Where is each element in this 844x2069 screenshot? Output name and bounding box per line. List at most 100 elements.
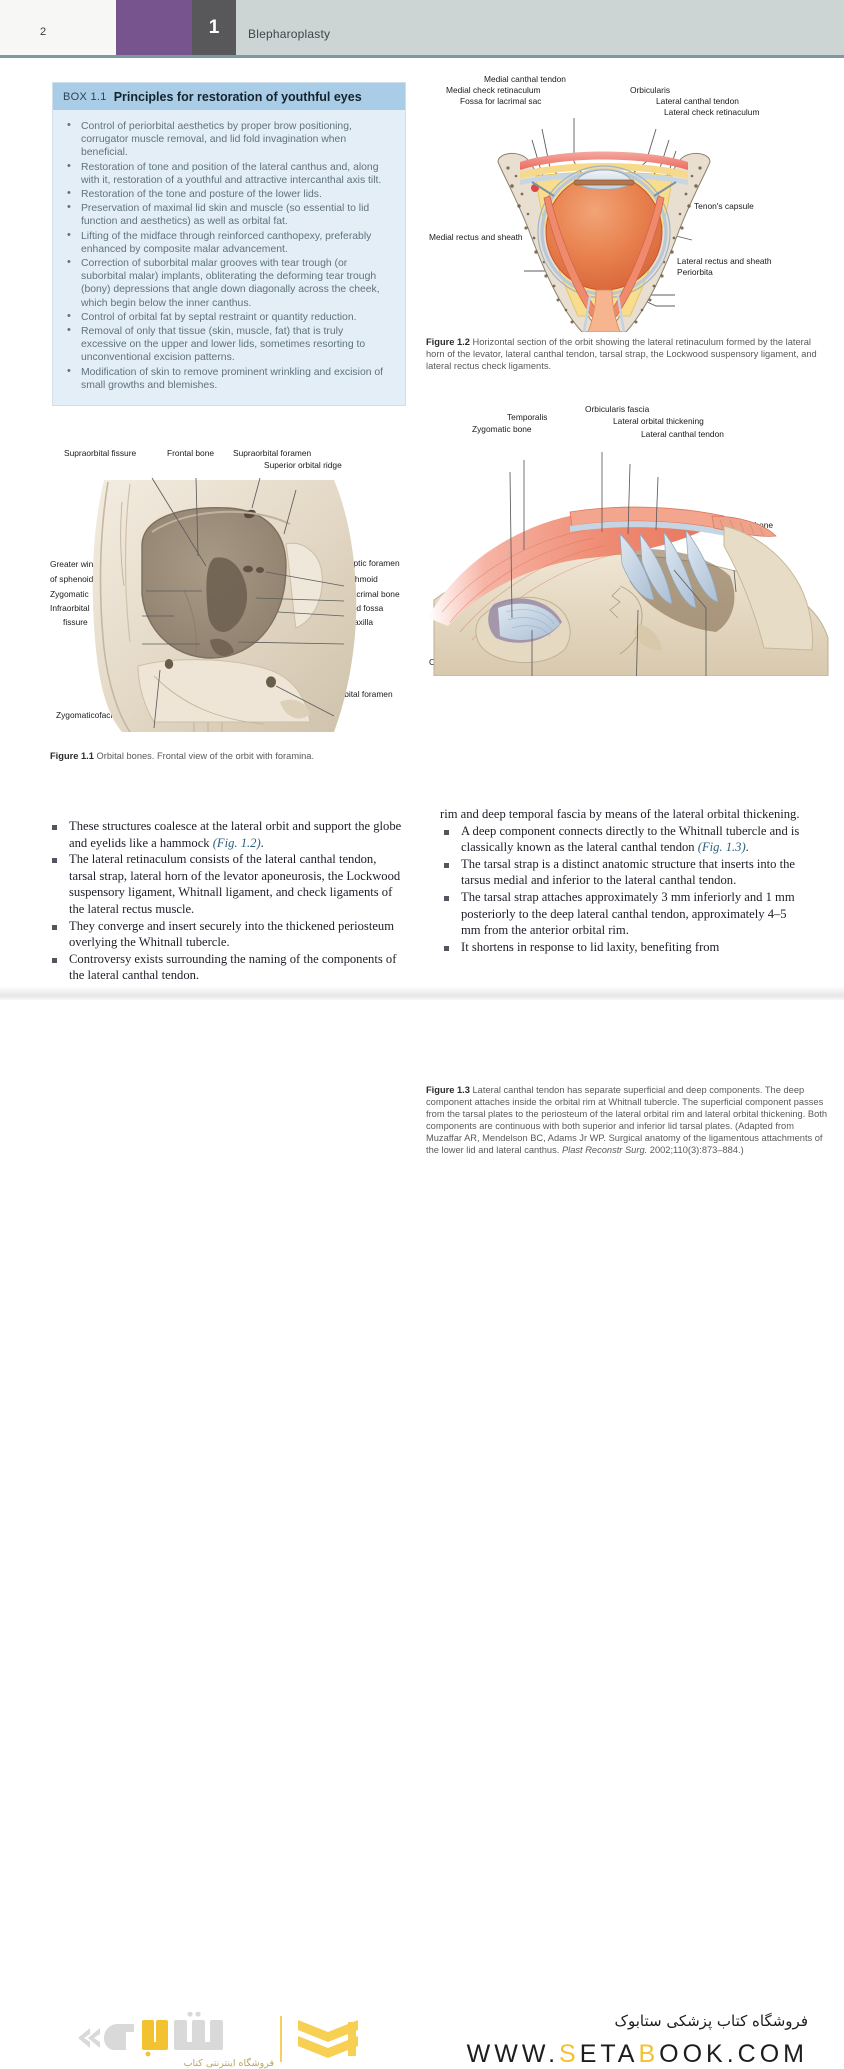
figure-1-2-label: Lateral check retinaculum xyxy=(664,107,760,117)
figure-1-2-label: Medial check retinaculum xyxy=(446,85,541,95)
figure-1-2-label: Orbicularis xyxy=(630,85,671,95)
url-prefix: WWW. xyxy=(466,2040,560,2068)
figure-reference[interactable]: (Fig. 1.2) xyxy=(212,835,261,850)
figure-reference[interactable]: (Fig. 1.3) xyxy=(697,840,746,855)
box-title: Principles for restoration of youthful e… xyxy=(113,89,362,104)
body-left-column: These structures coalesce at the lateral… xyxy=(48,818,404,984)
footer-watermark: فروشگاه اینترنتی کتاب فروشگاه کتاب پزشکی… xyxy=(0,1000,844,2069)
figure-1-3-caption: Figure 1.3 Lateral canthal tendon has se… xyxy=(426,1084,830,1156)
list-item-text: These structures coalesce at the lateral… xyxy=(69,819,402,850)
figure-1-1-illustration xyxy=(92,477,357,732)
left-bullet-list: These structures coalesce at the lateral… xyxy=(48,818,404,984)
right-bullet-list: A deep component connects directly to th… xyxy=(440,823,808,956)
header-grey-block xyxy=(236,0,844,55)
box-list-item: Lifting of the midface through reinforce… xyxy=(63,229,391,256)
figure-1-1-label: Supraorbital fissure xyxy=(64,448,137,458)
figure-1-2-label: Medial rectus and sheath xyxy=(429,232,523,242)
figure-1-3-label: Zygomatic bone xyxy=(472,424,532,434)
list-item-text: The lateral retinaculum consists of the … xyxy=(69,852,401,916)
figure-1-2-label: Tenon's capsule xyxy=(694,201,754,211)
figure-1-2-label: Lateral canthal tendon xyxy=(656,96,739,106)
list-item: The tarsal strap attaches approximately … xyxy=(440,889,808,939)
figure-1-1-label: and fossa xyxy=(347,603,384,613)
figure-1-1-label: Optic foramen xyxy=(347,558,400,568)
figure-1-3-label: Lateral orbital thickening xyxy=(613,416,704,426)
box-1-1: BOX 1.1 Principles for restoration of yo… xyxy=(52,82,406,407)
chapter-title: Blepharoplasty xyxy=(248,27,331,41)
list-item-text: It shortens in response to lid laxity, b… xyxy=(461,939,720,954)
figure-1-3: Temporalis Zygomatic bone Orbicularis fa… xyxy=(424,404,836,1155)
figure-1-1-label: of sphenoid xyxy=(50,574,94,584)
box-list: Control of periorbital aesthetics by pro… xyxy=(63,119,391,392)
figure-1-3-label: Lateral canthal tendon xyxy=(641,429,724,439)
figure-1-2: Medial canthal tendon Medial check retin… xyxy=(424,74,836,374)
figure-1-1-number: Figure 1.1 xyxy=(50,751,94,761)
figure-1-3-label: Temporalis xyxy=(507,412,548,422)
box-list-item: Correction of suborbital malar grooves w… xyxy=(63,256,391,310)
chevron-logo-icon xyxy=(298,2020,358,2058)
figure-1-2-label: Periorbita xyxy=(677,267,713,277)
figure-1-2-caption: Figure 1.2 Horizontal section of the orb… xyxy=(426,336,832,372)
figure-1-1-label: fissure xyxy=(63,617,88,627)
list-item: The lateral retinaculum consists of the … xyxy=(48,851,404,917)
figure-1-1-label: Infraorbital xyxy=(50,603,90,613)
url-suffix: OOK.COM xyxy=(659,2040,808,2068)
figure-1-2-label: Fossa for lacrimal sac xyxy=(460,96,542,106)
setabook-logo-icon xyxy=(78,2012,223,2057)
header-rule xyxy=(0,55,844,58)
figure-1-3-label: Orbicularis fascia xyxy=(585,404,650,414)
figure-1-1-label: Lacrimal bone xyxy=(347,589,400,599)
figure-1-1: Supraorbital fissure Frontal bone Suprao… xyxy=(34,448,414,794)
logo-subtitle: فروشگاه اینترنتی کتاب xyxy=(183,2058,274,2069)
list-item: The tarsal strap is a distinct anatomic … xyxy=(440,856,808,889)
header-purple-block xyxy=(116,0,192,55)
box-list-item: Control of orbital fat by septal restrai… xyxy=(63,310,391,324)
figure-1-1-label: Frontal bone xyxy=(167,448,215,458)
list-item-text: A deep component connects directly to th… xyxy=(461,823,800,855)
body-right-column: rim and deep temporal fascia by means of… xyxy=(440,806,808,955)
figure-1-1-label: Superior orbital ridge xyxy=(264,460,342,470)
header-white-block xyxy=(0,0,116,55)
figure-1-2-caption-text: Horizontal section of the orbit showing … xyxy=(426,337,817,371)
box-list-item: Restoration of the tone and posture of t… xyxy=(63,187,391,201)
figure-1-1-label: Ethmoid xyxy=(347,574,378,584)
list-item-tail: . xyxy=(745,840,749,855)
header-chapter-block xyxy=(192,0,236,55)
chapter-number: 1 xyxy=(208,16,220,38)
box-list-item: Restoration of tone and position of the … xyxy=(63,160,391,187)
box-list-item: Modification of skin to remove prominent… xyxy=(63,365,391,392)
figure-1-1-caption-text: Orbital bones. Frontal view of the orbit… xyxy=(96,751,315,761)
url-highlight-s: S xyxy=(559,2040,580,2068)
figure-1-3-caption-citation: 2002;110(3):873–884.) xyxy=(649,1145,744,1155)
logo-divider xyxy=(280,2016,282,2062)
figure-1-3-illustration xyxy=(428,452,829,676)
list-item-tail: . xyxy=(260,835,264,850)
figure-1-3-caption-journal: Plast Reconstr Surg. xyxy=(561,1145,648,1155)
page-bottom-fade xyxy=(0,986,844,1002)
list-item: These structures coalesce at the lateral… xyxy=(48,818,404,851)
figure-1-3-number: Figure 1.3 xyxy=(426,1085,470,1095)
list-item: A deep component connects directly to th… xyxy=(440,823,808,856)
box-body: Control of periorbital aesthetics by pro… xyxy=(53,110,405,405)
figure-1-1-label: Supraorbital foramen xyxy=(233,448,312,458)
box-label: BOX 1.1 xyxy=(63,90,107,103)
list-item: Controversy exists surrounding the namin… xyxy=(48,951,404,984)
footer-url[interactable]: WWW.SETABOOK.COM xyxy=(467,2040,808,2069)
list-item-text: The tarsal strap is a distinct anatomic … xyxy=(461,856,795,888)
figure-1-1-label: Infraorbital foramen xyxy=(320,689,393,699)
footer-tagline: فروشگاه کتاب پزشکی ستابوک xyxy=(614,2012,808,2030)
figure-1-1-label: Zygomatic xyxy=(50,589,89,599)
figure-1-1-label: Zygomaticofacial foramen xyxy=(56,710,152,720)
url-mid: ETA xyxy=(579,2040,639,2068)
list-item-text: Controversy exists surrounding the namin… xyxy=(69,951,397,983)
list-item-text: They converge and insert securely into t… xyxy=(69,918,394,950)
url-highlight-b: B xyxy=(638,2040,660,2068)
figure-1-1-label: Maxilla xyxy=(347,617,374,627)
textbook-page: 2 1 Blepharoplasty BOX 1.1 Principles fo… xyxy=(0,0,844,1080)
figure-1-2-label: Lateral rectus and sheath xyxy=(677,256,772,266)
box-list-item: Control of periorbital aesthetics by pro… xyxy=(63,119,391,160)
page-folio-number: 2 xyxy=(40,26,47,38)
box-list-item: Preservation of maximal lid skin and mus… xyxy=(63,201,391,228)
running-header: 2 1 Blepharoplasty xyxy=(0,0,844,58)
figure-1-1-caption: Figure 1.1 Orbital bones. Frontal view o… xyxy=(50,750,400,762)
